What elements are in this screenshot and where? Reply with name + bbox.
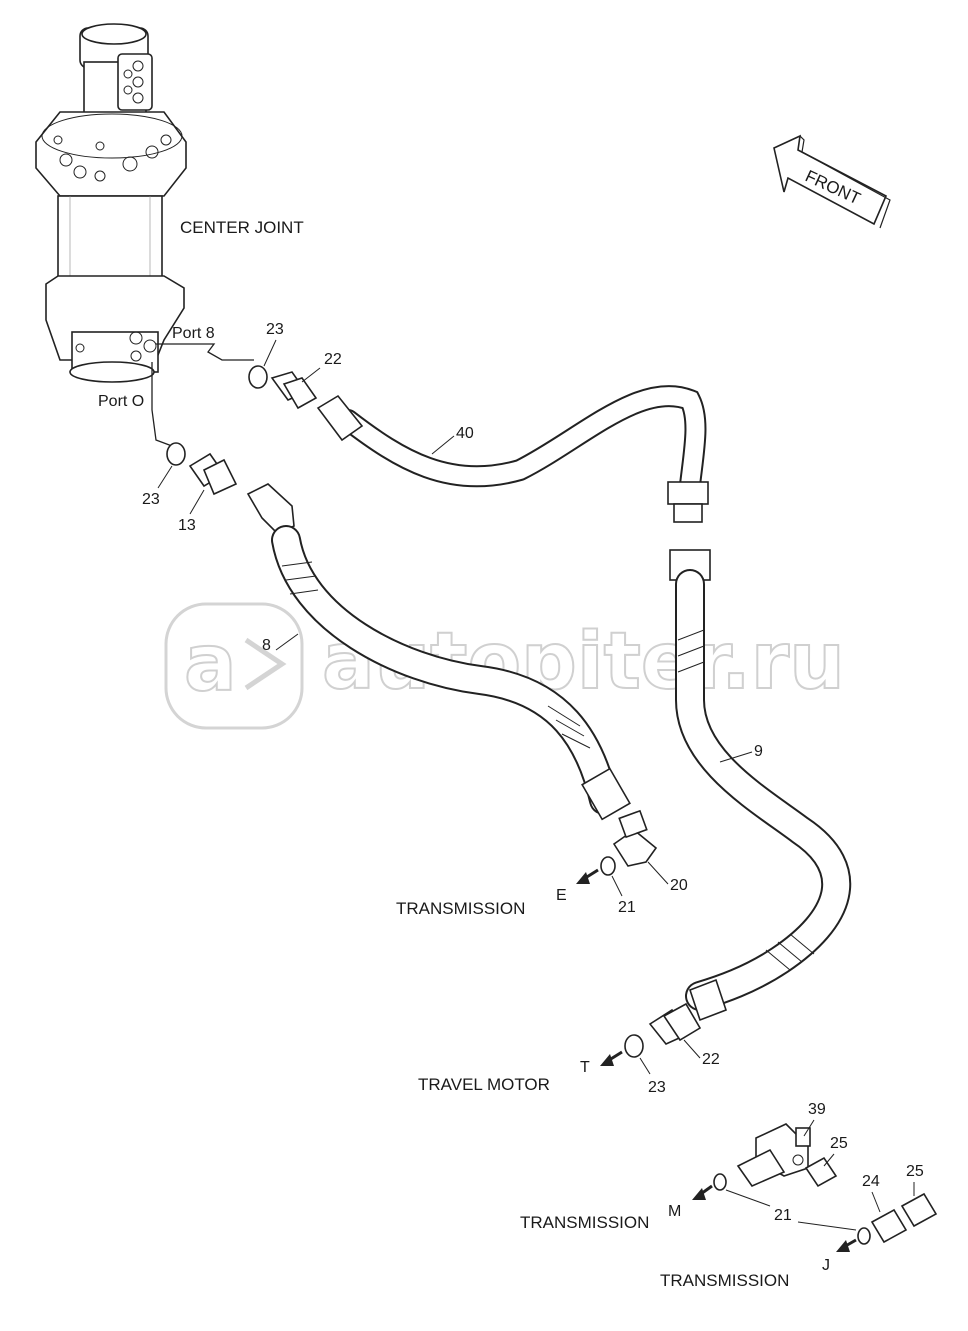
o-ring-23-left xyxy=(166,442,186,466)
conn-e-label: E xyxy=(556,887,567,904)
port-o-label: Port O xyxy=(98,393,144,410)
plug-25-a xyxy=(804,1156,838,1188)
conn-t-label: T xyxy=(580,1059,590,1076)
adapter-24 xyxy=(870,1208,908,1244)
transmission-e-label: TRANSMISSION xyxy=(396,899,525,918)
transmission-m-label: TRANSMISSION xyxy=(520,1213,649,1232)
tee-39 xyxy=(736,1123,811,1187)
part-25-b-label: 25 xyxy=(906,1163,924,1180)
hose-9 xyxy=(669,549,852,1022)
connector-22-top xyxy=(270,371,318,410)
conn-m-label: M xyxy=(668,1203,681,1220)
part-13-label: 13 xyxy=(178,517,196,534)
part-22-bottom-label: 22 xyxy=(702,1051,720,1068)
o-ring-23-bottom xyxy=(624,1034,644,1058)
part-39-label: 39 xyxy=(808,1101,826,1118)
front-arrow-icon: FRONT xyxy=(773,134,891,229)
part-25-a-label: 25 xyxy=(830,1135,848,1152)
connector-13 xyxy=(188,452,238,496)
plug-25-b xyxy=(900,1192,938,1228)
center-joint xyxy=(35,23,187,383)
svg-text:a: a xyxy=(184,619,237,709)
port-8-label: Port 8 xyxy=(172,325,215,342)
part-21-m-label: 21 xyxy=(774,1207,792,1224)
part-9-label: 9 xyxy=(754,743,763,760)
part-21-e-label: 21 xyxy=(618,899,636,916)
connector-22-bottom xyxy=(648,1002,702,1045)
part-20-label: 20 xyxy=(670,877,688,894)
o-ring-21-j xyxy=(857,1227,871,1245)
arrow-t-icon xyxy=(600,1054,614,1066)
part-24-label: 24 xyxy=(862,1173,880,1190)
conn-j-label: J xyxy=(822,1257,830,1274)
part-40-label: 40 xyxy=(456,425,474,442)
arrow-m-icon xyxy=(692,1188,706,1200)
hose-40 xyxy=(316,385,709,523)
center-joint-label: CENTER JOINT xyxy=(180,218,304,237)
o-ring-23-top xyxy=(248,365,268,389)
elbow-20 xyxy=(612,809,658,867)
part-22-top-label: 22 xyxy=(324,351,342,368)
arrow-j-icon xyxy=(836,1240,850,1252)
hose-8 xyxy=(246,483,631,821)
o-ring-21-m xyxy=(713,1173,727,1191)
arrow-e-icon xyxy=(576,872,590,884)
o-ring-21-e xyxy=(600,856,616,876)
watermark: a autopiter.ru xyxy=(164,602,846,730)
part-23-top-label: 23 xyxy=(266,321,284,338)
part-8-label: 8 xyxy=(262,637,271,654)
part-23-bottom-label: 23 xyxy=(648,1079,666,1096)
part-23-left-label: 23 xyxy=(142,491,160,508)
transmission-j-label: TRANSMISSION xyxy=(660,1271,789,1290)
travel-motor-label: TRAVEL MOTOR xyxy=(418,1075,550,1094)
